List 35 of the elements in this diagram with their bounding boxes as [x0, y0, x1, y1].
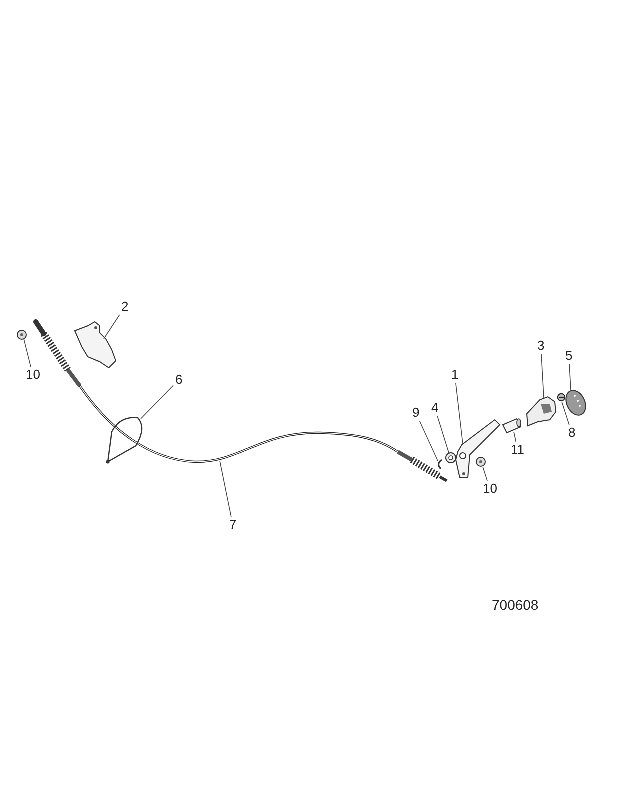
callout-number: 5: [564, 349, 574, 363]
callout-number: 10: [25, 368, 42, 382]
screw-drawing: [557, 393, 566, 402]
leader-line: [220, 460, 232, 518]
callout-number: 7: [228, 518, 238, 532]
shift-lever-drawing: [455, 418, 502, 480]
leader-line: [541, 354, 544, 398]
callout-number: 2: [120, 300, 130, 314]
spacer-drawing: [500, 416, 523, 434]
callout-number: 11: [510, 443, 526, 457]
leader-line: [104, 314, 120, 340]
leader-line: [140, 385, 174, 420]
callout-number: 1: [450, 368, 460, 382]
leader-line: [562, 402, 570, 426]
callout-number: 8: [568, 426, 577, 440]
nut-drawing: [475, 456, 487, 468]
nut-drawing: [16, 329, 28, 341]
shift-knob-drawing: [524, 396, 557, 428]
leader-line: [514, 432, 517, 442]
leader-line: [419, 420, 438, 462]
leader-line: [482, 466, 488, 482]
knob-cap-drawing: [565, 388, 588, 418]
callout-number: 9: [412, 406, 421, 420]
bracket-drawing: [72, 321, 118, 371]
leader-line: [24, 338, 32, 368]
leader-line: [437, 416, 450, 454]
leader-line: [456, 382, 464, 444]
callout-number: 6: [174, 373, 184, 387]
callout-number: 4: [430, 401, 440, 415]
callout-number: 10: [482, 482, 498, 496]
clip-drawing: [435, 458, 444, 471]
leader-line: [569, 364, 572, 390]
drawing-number: 700608: [492, 597, 539, 613]
callout-number: 3: [536, 339, 546, 353]
bushing-drawing: [445, 452, 457, 464]
